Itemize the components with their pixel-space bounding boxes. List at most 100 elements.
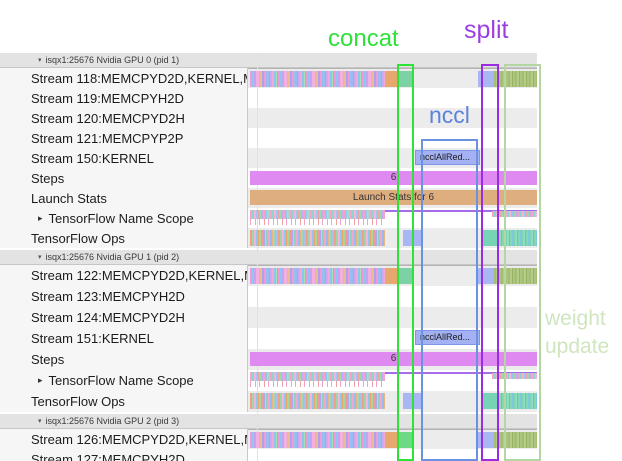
concat-kernel-event[interactable] <box>397 71 412 87</box>
kernel-events-dense[interactable] <box>250 71 385 87</box>
process-header[interactable]: ▾isqx1:25676 Nvidia GPU 0 (pid 1) <box>0 53 537 68</box>
trace-timeline-area: ▾isqx1:25676 Nvidia GPU 0 (pid 1)Stream … <box>0 53 537 461</box>
weight-update-op-events[interactable] <box>497 393 537 409</box>
track-label: Stream 121:MEMCPYP2P <box>0 128 248 148</box>
track-label: Stream 124:MEMCPYD2H <box>0 307 248 328</box>
concat-kernel-event[interactable] <box>397 268 412 284</box>
process-header-label: isqx1:25676 Nvidia GPU 2 (pid 3) <box>45 416 180 426</box>
split-kernel-event[interactable] <box>478 268 494 284</box>
memcpy-event[interactable] <box>385 268 397 284</box>
name-scope-events[interactable] <box>492 373 537 379</box>
track-row: ▸TensorFlow Name Scope <box>0 370 537 391</box>
concat-op-event[interactable] <box>403 230 421 246</box>
split-kernel-event[interactable] <box>478 432 494 448</box>
collapse-triangle-icon: ▾ <box>38 418 42 425</box>
track-label: Launch Stats <box>0 188 248 208</box>
track-lane <box>248 307 537 328</box>
track-lane <box>248 88 537 108</box>
track-row: Stream 118:MEMCPYD2D,KERNEL,ME <box>0 68 537 88</box>
track-lane: Launch Stats for 6 <box>248 188 537 208</box>
track-label: Stream 123:MEMCPYH2D <box>0 286 248 307</box>
weight-update-events[interactable] <box>494 268 537 284</box>
name-scope-events[interactable] <box>250 372 385 381</box>
track-label[interactable]: ▸TensorFlow Name Scope <box>0 208 248 228</box>
process-header[interactable]: ▾isqx1:25676 Nvidia GPU 1 (pid 2) <box>0 250 537 265</box>
process-header[interactable]: ▾isqx1:25676 Nvidia GPU 2 (pid 3) <box>0 414 537 429</box>
tf-op-events-dense[interactable] <box>250 230 385 246</box>
track-lane <box>248 391 537 412</box>
track-row: Stream 121:MEMCPYP2P <box>0 128 537 148</box>
track-row: Stream 122:MEMCPYD2D,KERNEL,MI <box>0 265 537 286</box>
track-lane <box>248 128 537 148</box>
process-header-label: isqx1:25676 Nvidia GPU 1 (pid 2) <box>45 252 180 262</box>
track-label: Stream 127:MEMCPYH2D <box>0 449 248 461</box>
track-row: ▸TensorFlow Name Scope <box>0 208 537 228</box>
weight-update-events[interactable] <box>494 432 537 448</box>
track-label: Steps <box>0 349 248 370</box>
kernel-events-dense[interactable] <box>250 268 385 284</box>
track-lane <box>248 370 537 391</box>
weight-update-events[interactable] <box>494 71 537 87</box>
concat-kernel-event[interactable] <box>397 432 412 448</box>
track-row: Stream 123:MEMCPYH2D <box>0 286 537 307</box>
track-label[interactable]: ▸TensorFlow Name Scope <box>0 370 248 391</box>
track-lane <box>248 108 537 128</box>
track-lane <box>248 449 537 461</box>
kernel-events-dense[interactable] <box>250 432 385 448</box>
launch-stats-bar[interactable]: Launch Stats for 6 <box>250 190 537 205</box>
collapse-triangle-icon: ▾ <box>38 57 42 64</box>
step-bar[interactable]: 6 <box>250 352 537 366</box>
nccl-allreduce-bar[interactable]: ncclAllRed... <box>415 150 480 165</box>
track-label: Stream 119:MEMCPYH2D <box>0 88 248 108</box>
track-row: Stream 124:MEMCPYD2H <box>0 307 537 328</box>
memcpy-event[interactable] <box>385 71 397 87</box>
name-scope-sub-events[interactable] <box>250 219 383 225</box>
track-label: Stream 151:KERNEL <box>0 328 248 349</box>
name-scope-events[interactable] <box>250 210 385 219</box>
split-kernel-event[interactable] <box>478 71 494 87</box>
expand-triangle-icon: ▸ <box>38 375 43 385</box>
name-scope-events[interactable] <box>492 211 537 217</box>
track-label: Stream 126:MEMCPYD2D,KERNEL,MI <box>0 429 248 449</box>
track-lane <box>248 68 537 88</box>
track-row: Stream 126:MEMCPYD2D,KERNEL,MI <box>0 429 537 449</box>
concat-op-event[interactable] <box>403 393 421 409</box>
track-row: Stream 120:MEMCPYD2H <box>0 108 537 128</box>
name-scope-span-line[interactable] <box>385 210 537 212</box>
track-lane <box>248 228 537 248</box>
weight-update-op-events[interactable] <box>497 230 537 246</box>
step-bar[interactable]: 6 <box>250 171 537 185</box>
track-label: TensorFlow Ops <box>0 228 248 248</box>
track-label: Steps <box>0 168 248 188</box>
track-lane: 6 <box>248 168 537 188</box>
name-scope-sub-events[interactable] <box>250 381 383 387</box>
name-scope-span-line[interactable] <box>385 372 537 374</box>
memcpy-event[interactable] <box>385 432 397 448</box>
tf-op-events-dense[interactable] <box>250 393 385 409</box>
track-lane <box>248 286 537 307</box>
weight-update-line2: update <box>545 335 610 358</box>
track-row: Stream 127:MEMCPYH2D <box>0 449 537 461</box>
track-lane <box>248 208 537 228</box>
track-row: TensorFlow Ops <box>0 228 537 248</box>
track-label: TensorFlow Ops <box>0 391 248 412</box>
split-op-event[interactable] <box>481 393 497 409</box>
weight-update-line1: weight <box>545 307 606 330</box>
split-annotation-label: split <box>464 16 509 44</box>
collapse-triangle-icon: ▾ <box>38 254 42 261</box>
track-lane <box>248 265 537 286</box>
track-lane: ncclAllRed... <box>248 328 537 349</box>
process-header-label: isqx1:25676 Nvidia GPU 0 (pid 1) <box>45 55 180 65</box>
track-row: TensorFlow Ops <box>0 391 537 412</box>
track-lane: ncclAllRed... <box>248 148 537 168</box>
weight-update-annotation-label: weight update <box>545 305 609 361</box>
split-op-event[interactable] <box>481 230 497 246</box>
concat-annotation-label: concat <box>328 25 399 52</box>
expand-triangle-icon: ▸ <box>38 212 43 223</box>
nccl-allreduce-bar[interactable]: ncclAllRed... <box>415 330 480 345</box>
track-label: Stream 118:MEMCPYD2D,KERNEL,ME <box>0 68 248 88</box>
